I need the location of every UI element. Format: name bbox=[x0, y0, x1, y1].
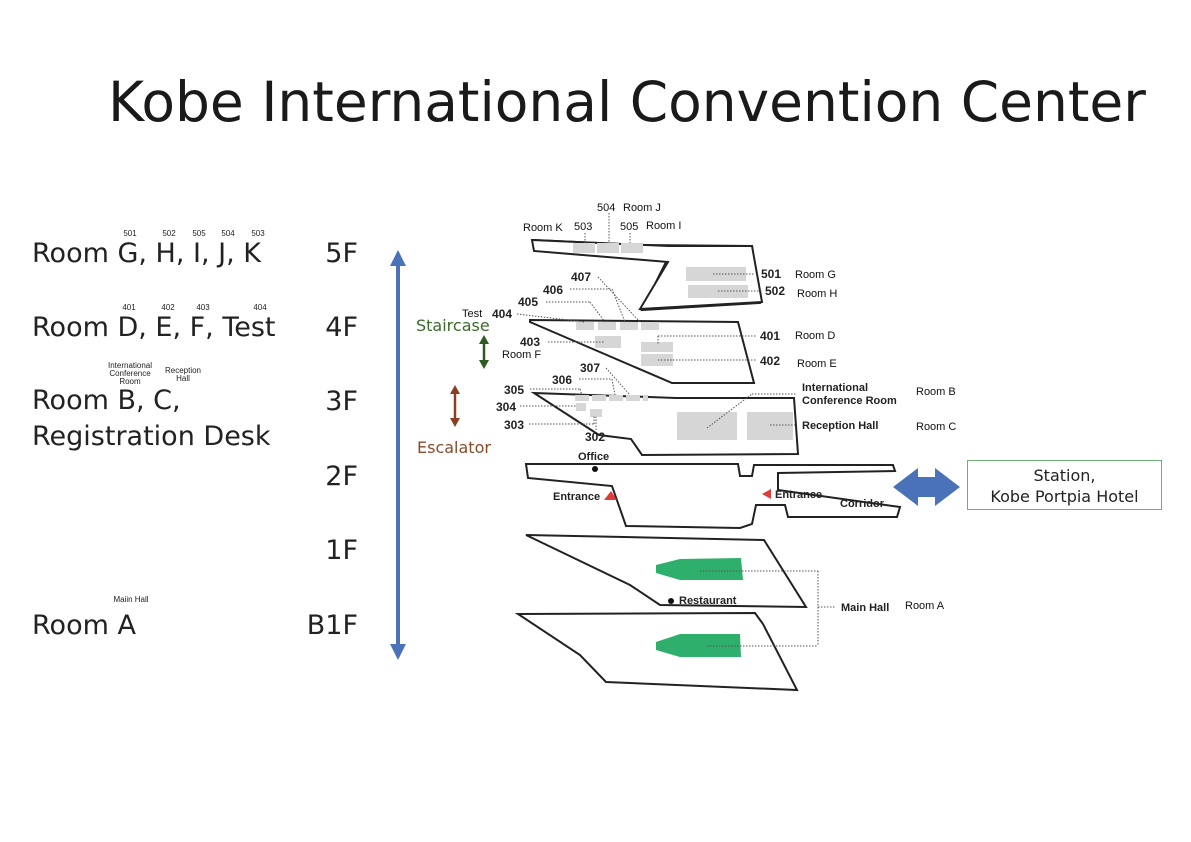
room-number-401: 401 bbox=[122, 303, 136, 312]
room-number-501: 501 bbox=[123, 229, 137, 238]
leader-lines bbox=[516, 213, 836, 647]
rooms-5f: Room G, H, I, J, K bbox=[32, 238, 261, 269]
label-restaurant: Restaurant bbox=[679, 595, 737, 607]
label-505: 505 bbox=[620, 221, 638, 233]
floor-2f-shape bbox=[524, 463, 902, 530]
label-corridor: Corridor bbox=[840, 498, 885, 510]
label-room-h: Room H bbox=[797, 288, 837, 300]
floor-label-4f: 4F bbox=[325, 312, 358, 343]
label-407: 407 bbox=[571, 270, 591, 284]
label-international: International bbox=[802, 382, 868, 394]
escalator-arrow-icon bbox=[450, 385, 460, 427]
floor-b1f-shape bbox=[514, 611, 799, 692]
entrance-right-arrow-icon bbox=[762, 489, 771, 499]
label-room-b: Room B bbox=[916, 386, 956, 398]
rooms-3f-line1: Room B, C, bbox=[32, 385, 181, 416]
label-test: Test bbox=[462, 308, 482, 320]
label-405: 405 bbox=[518, 295, 538, 309]
label-306: 306 bbox=[552, 373, 572, 387]
label-room-c: Room C bbox=[916, 421, 956, 433]
label-room-f: Room F bbox=[502, 349, 541, 361]
station-line2: Kobe Portpia Hotel bbox=[990, 487, 1139, 506]
corridor-double-arrow-icon bbox=[893, 468, 960, 506]
escalator-label: Escalator bbox=[417, 438, 491, 457]
rooms-b1f: Room A bbox=[32, 610, 136, 641]
label-room-a: Room A bbox=[905, 600, 945, 612]
staircase-arrow-icon bbox=[479, 335, 489, 369]
label-conference-room: Conference Room bbox=[802, 395, 897, 407]
label-501: 501 bbox=[761, 267, 781, 281]
label-504: 504 bbox=[597, 202, 615, 214]
room-number-502: 502 bbox=[162, 229, 176, 238]
room-number-505: 505 bbox=[192, 229, 206, 238]
station-box: Station, Kobe Portpia Hotel bbox=[967, 460, 1162, 510]
rooms-4f: Room D, E, F, Test bbox=[32, 312, 276, 343]
label-room-e: Room E bbox=[797, 358, 837, 370]
floor-3f-shape bbox=[530, 391, 800, 457]
room-number-503: 503 bbox=[251, 229, 265, 238]
floor-label-3f: 3F bbox=[325, 386, 358, 417]
label-406: 406 bbox=[543, 283, 563, 297]
page-title: Kobe International Convention Center bbox=[108, 70, 1146, 134]
label-307: 307 bbox=[580, 361, 600, 375]
label-503: 503 bbox=[574, 221, 592, 233]
label-402: 402 bbox=[760, 354, 780, 368]
map-labels: 504 Room J Room K 503 505 Room I 501 Roo… bbox=[462, 202, 956, 614]
label-office: Office bbox=[578, 451, 609, 463]
label-room-j: Room J bbox=[623, 202, 661, 214]
floor-5f-shape bbox=[530, 238, 764, 311]
label-room-g: Room G bbox=[795, 269, 836, 281]
floor-label-1f: 1F bbox=[325, 535, 358, 566]
label-401: 401 bbox=[760, 329, 780, 343]
label-room-d: Room D bbox=[795, 330, 835, 342]
label-302: 302 bbox=[585, 430, 605, 444]
label-303: 303 bbox=[504, 418, 524, 432]
floor-label-5f: 5F bbox=[325, 238, 358, 269]
label-404: 404 bbox=[492, 307, 512, 321]
room-number-402: 402 bbox=[161, 303, 175, 312]
room-number-404: 404 bbox=[253, 303, 267, 312]
label-502: 502 bbox=[765, 284, 785, 298]
label-main-hall: Main Hall bbox=[841, 602, 889, 614]
note-main-hall: Maiin Hall bbox=[113, 595, 149, 604]
label-305: 305 bbox=[504, 383, 524, 397]
floor-label-2f: 2F bbox=[325, 461, 358, 492]
vertical-floors-arrow bbox=[390, 250, 406, 660]
label-entrance-right: Entrance bbox=[775, 489, 822, 501]
label-reception-hall: Reception Hall bbox=[802, 420, 878, 432]
restaurant-dot-icon bbox=[668, 598, 674, 604]
room-number-403: 403 bbox=[196, 303, 210, 312]
station-line1: Station, bbox=[1033, 466, 1096, 485]
label-room-k: Room K bbox=[523, 222, 563, 234]
room-number-504: 504 bbox=[221, 229, 235, 238]
entrance-left-arrow-icon bbox=[604, 491, 617, 500]
office-dot-icon bbox=[592, 466, 598, 472]
floor-label-b1f: B1F bbox=[306, 610, 358, 641]
label-entrance-left: Entrance bbox=[553, 491, 600, 503]
staircase-label: Staircase bbox=[416, 316, 490, 335]
floor-1f-shape bbox=[525, 534, 808, 609]
rooms-3f-line2: Registration Desk bbox=[32, 421, 271, 452]
label-403: 403 bbox=[520, 335, 540, 349]
label-304: 304 bbox=[496, 400, 516, 414]
label-room-i: Room I bbox=[646, 220, 681, 232]
